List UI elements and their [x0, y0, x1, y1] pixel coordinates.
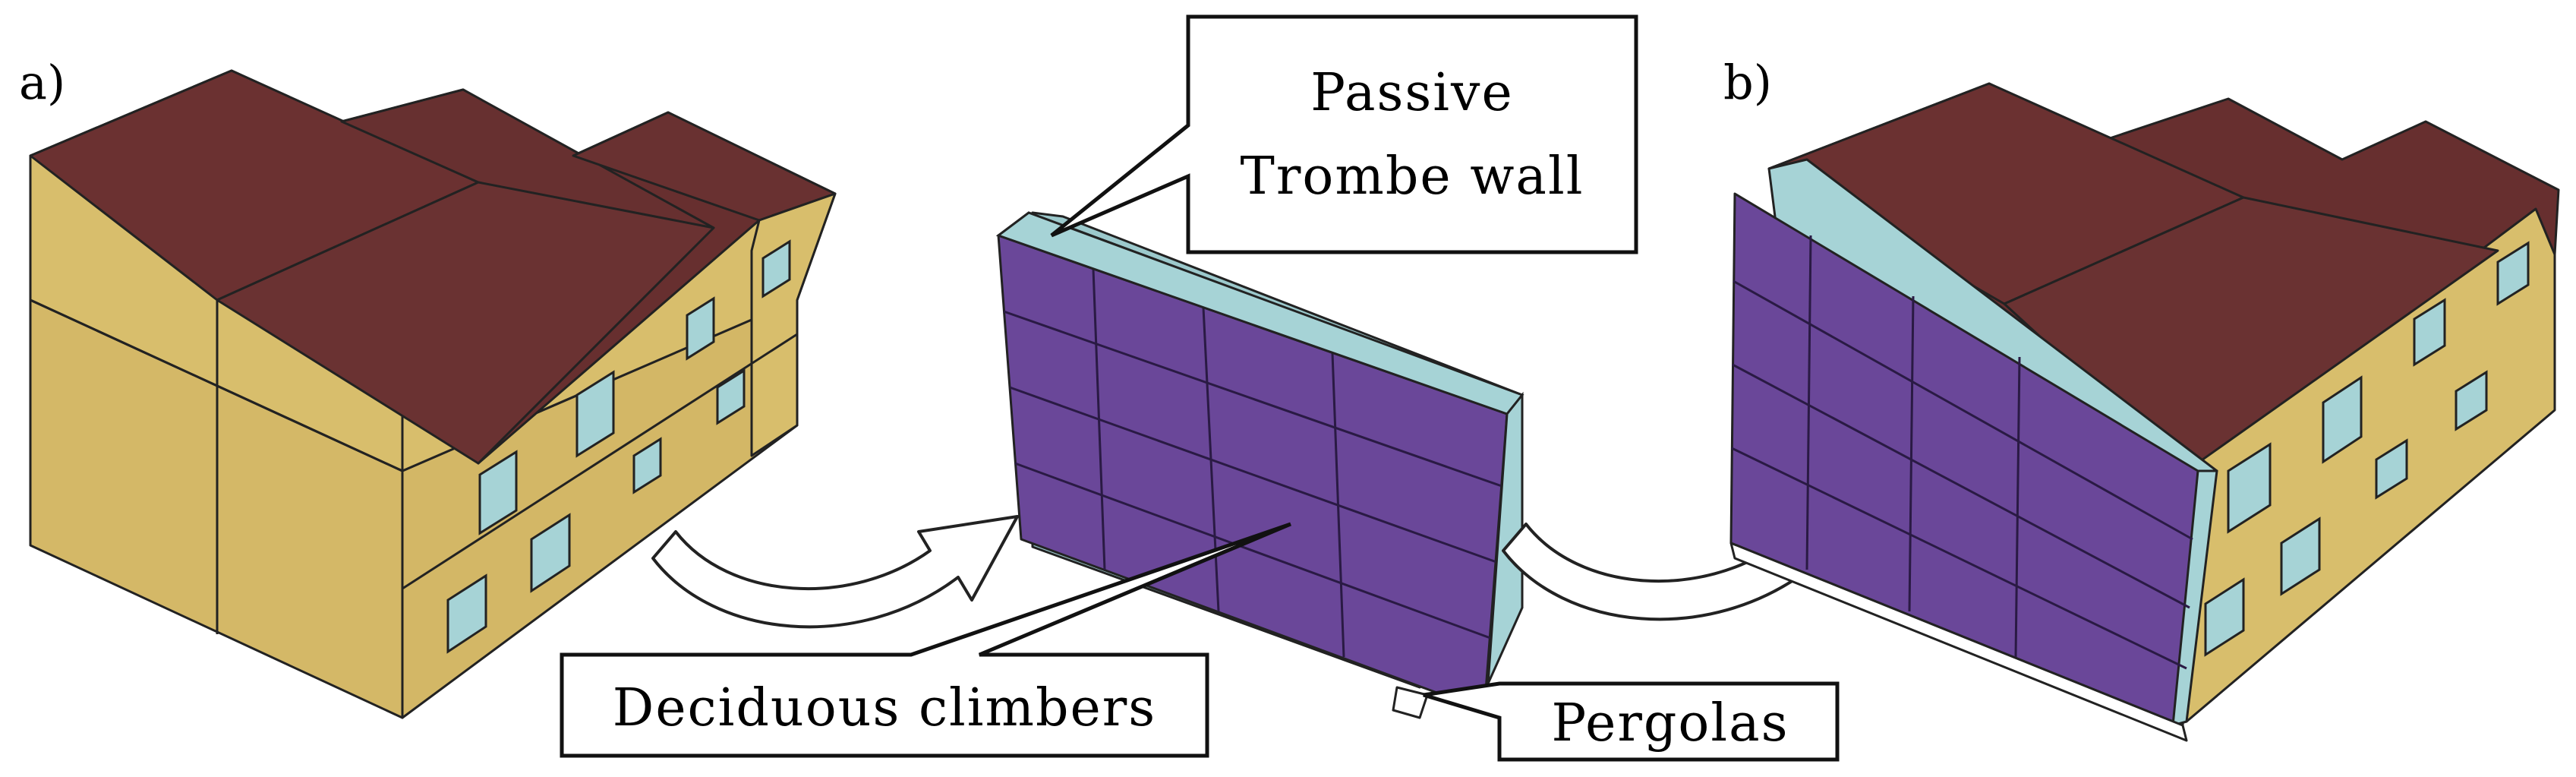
callout-pergolas-label: Pergolas: [1551, 693, 1789, 753]
window: [2455, 370, 2488, 431]
window: [2204, 577, 2245, 657]
callout-trombe-line2: Trombe wall: [1241, 147, 1584, 207]
callout-climbers: Deciduous climbers: [560, 522, 1291, 758]
building-a-front-storey: [402, 333, 798, 590]
building-a-roof-front: [216, 181, 715, 465]
panel-a-label: a): [19, 55, 65, 110]
building-b-side-glazing: [2171, 469, 2218, 727]
window: [632, 437, 662, 494]
transform-arrow-1: [651, 515, 1019, 629]
window: [686, 296, 715, 361]
window: [2413, 298, 2446, 367]
window: [2322, 375, 2363, 464]
window: [575, 370, 615, 458]
building-b: [1729, 82, 2560, 742]
climbers-grid: [1003, 268, 1502, 658]
pergola-base: [1392, 686, 1429, 719]
window: [716, 368, 746, 425]
callout-pergolas: Pergolas: [1423, 681, 1840, 762]
callout-climbers-box: [560, 522, 1291, 758]
window: [2227, 442, 2272, 534]
building-b-climbers-grid: [1731, 235, 2193, 670]
callout-trombe-line1: Passive: [1310, 63, 1513, 123]
building-b-pergola: [1729, 542, 2188, 742]
window: [530, 513, 571, 593]
callout-trombe-box: [1050, 14, 1638, 254]
callout-trombe: Passive Trombe wall: [1050, 14, 1638, 254]
window: [2280, 516, 2321, 596]
trombe-side-glazing: [1487, 391, 1524, 684]
window: [761, 239, 791, 298]
building-a-windows: [446, 239, 791, 654]
building-a: [29, 69, 837, 719]
building-b-windows: [2204, 241, 2530, 657]
building-a-end-wall: [750, 192, 837, 457]
panel-b-label: b): [1723, 55, 1772, 110]
window: [2375, 438, 2408, 500]
window: [2496, 241, 2530, 306]
window: [478, 450, 518, 535]
window: [446, 573, 487, 654]
callout-pergolas-box: [1423, 681, 1840, 762]
callout-climbers-label: Deciduous climbers: [613, 678, 1156, 738]
